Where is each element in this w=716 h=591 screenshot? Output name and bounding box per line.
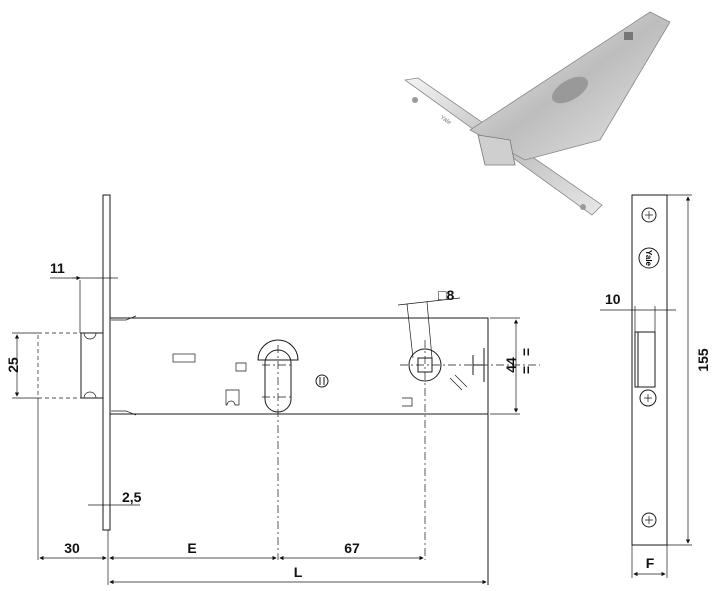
equal-mark: = bbox=[518, 348, 534, 356]
photo-follower bbox=[624, 32, 633, 40]
dim-11: 11 bbox=[50, 260, 65, 276]
product-photo: Yale bbox=[403, 11, 671, 216]
cylinder-cam-arc bbox=[257, 339, 299, 361]
dim-2-5: 2,5 bbox=[122, 489, 142, 505]
latch-retracted-outline bbox=[37, 332, 82, 399]
screw-icon bbox=[641, 207, 657, 223]
dim-8-lines bbox=[397, 297, 461, 359]
cross-screw-icon bbox=[639, 389, 657, 407]
dim-44: 44 bbox=[503, 357, 519, 373]
yale-logo-text: Yale bbox=[644, 250, 653, 267]
bolt-stop bbox=[472, 348, 485, 382]
screw-icon bbox=[315, 374, 329, 388]
dim-F: F bbox=[646, 555, 655, 571]
marker-slot bbox=[172, 353, 196, 363]
faceplate bbox=[102, 194, 111, 531]
side-view: Yale 10 155 F bbox=[600, 194, 711, 578]
dim-155: 155 bbox=[695, 348, 711, 372]
small-slot bbox=[235, 362, 247, 372]
small-slot bbox=[402, 397, 413, 407]
lock-body bbox=[109, 317, 489, 415]
latch-spring-clips bbox=[111, 315, 137, 416]
dim-square-8: □8 bbox=[438, 287, 454, 303]
dim-67: 67 bbox=[344, 540, 360, 556]
photo-keyhole bbox=[551, 76, 589, 104]
yale-logo bbox=[638, 247, 660, 269]
dim-25: 25 bbox=[5, 357, 21, 373]
dim-10: 10 bbox=[605, 291, 621, 307]
dim-L: L bbox=[294, 564, 303, 580]
photo-screw-icon bbox=[580, 204, 586, 210]
photo-brand: Yale bbox=[439, 115, 452, 127]
photo-screw-icon bbox=[412, 97, 418, 103]
photo-latch bbox=[477, 134, 516, 166]
side-faceplate bbox=[631, 194, 668, 546]
screw-icon bbox=[641, 512, 657, 528]
front-view: 11 25 2,5 30 E 67 L □8 44 = = bbox=[5, 194, 540, 585]
dim-30: 30 bbox=[64, 540, 80, 556]
equal-mark: = bbox=[518, 366, 534, 374]
dim-E: E bbox=[187, 540, 196, 556]
hatch-marks bbox=[449, 374, 468, 391]
follower-hub bbox=[408, 348, 442, 382]
side-latch bbox=[634, 331, 656, 388]
notch bbox=[225, 389, 240, 406]
latch-bolt bbox=[80, 332, 104, 399]
